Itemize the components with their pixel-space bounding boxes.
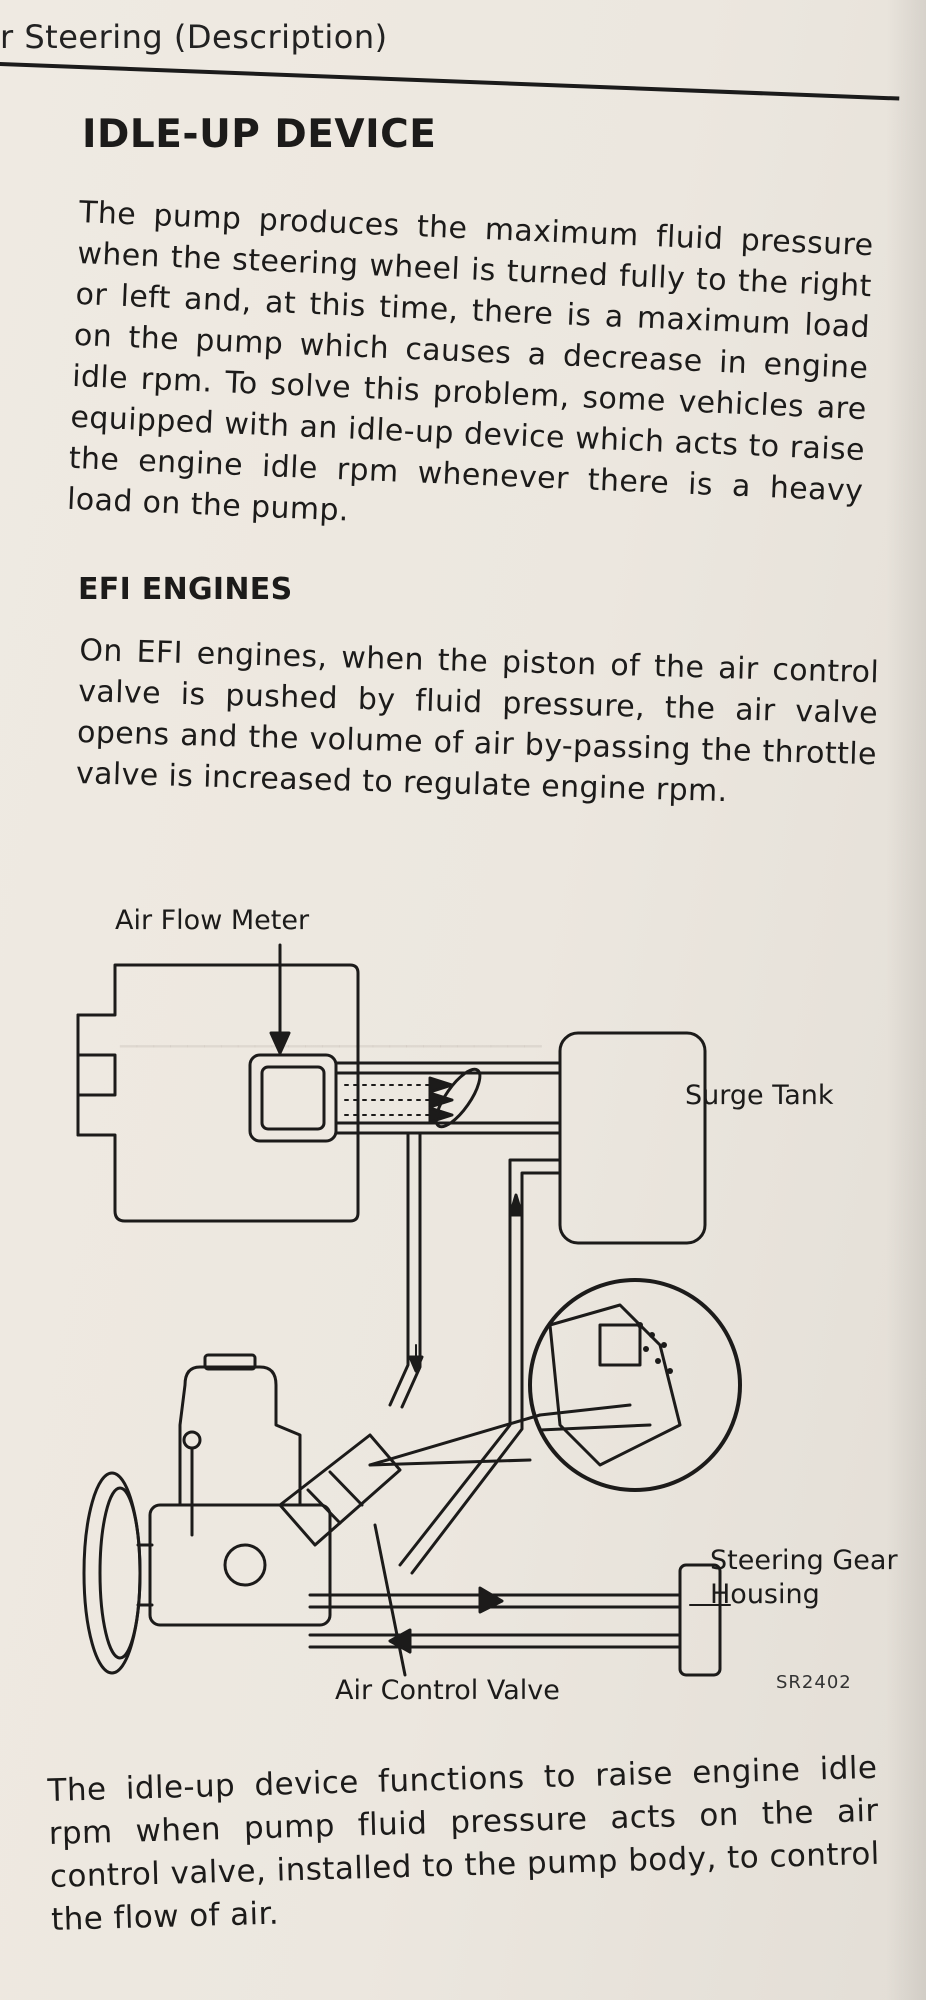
label-steering-gear-line2: Housing xyxy=(710,1579,820,1610)
reservoir xyxy=(178,1365,302,1507)
air-flow-meter-body xyxy=(76,963,360,1223)
steering-gear-housing xyxy=(678,1563,722,1677)
throttle-valve xyxy=(434,1067,482,1129)
label-surge-tank: Surge Tank xyxy=(685,1080,834,1111)
air-flow-sensor xyxy=(248,1053,338,1143)
header-rule xyxy=(0,62,900,101)
label-air-flow-meter: Air Flow Meter xyxy=(115,905,310,936)
paragraph-summary: The idle-up device functions to raise en… xyxy=(47,1749,881,1938)
label-steering-gear-line1: Steering Gear xyxy=(710,1545,898,1576)
running-head: r Steering (Description) xyxy=(0,18,388,56)
diagram-illustration xyxy=(76,943,742,1677)
section-title: IDLE-UP DEVICE xyxy=(82,112,437,157)
detail-magnifier xyxy=(528,1278,742,1492)
pump-body xyxy=(148,1503,332,1627)
label-air-control-valve: Air Control Valve xyxy=(335,1675,560,1706)
air-control-valve xyxy=(278,1433,402,1547)
surge-tank xyxy=(558,1031,707,1245)
subsection-title: EFI ENGINES xyxy=(78,572,293,607)
paragraph-efi: On EFI engines, when the piston of the a… xyxy=(75,632,880,810)
idle-up-diagram: Air Flow Meter Surge Tank Steering Gear … xyxy=(40,905,920,1706)
page-edge-shadow xyxy=(886,0,926,2000)
paragraph-intro: The pump produces the maximum fluid pres… xyxy=(66,194,875,529)
figure-number: SR2402 xyxy=(776,1672,852,1693)
